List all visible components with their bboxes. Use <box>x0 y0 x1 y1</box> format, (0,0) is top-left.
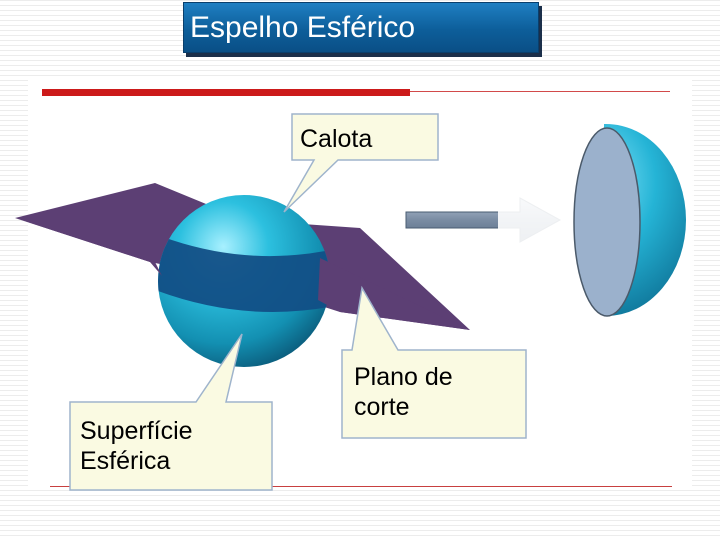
callout-superficie-label: Superfície Esférica <box>80 417 193 475</box>
footer-rule <box>50 486 672 487</box>
callout-calota-label: Calota <box>300 125 373 153</box>
title-underline-bar <box>42 89 410 96</box>
callout-plano-label: Plano de corte <box>354 363 453 421</box>
callout-plano-shape <box>341 285 527 439</box>
slide-title: Espelho Esférico <box>183 2 539 53</box>
title-underline-rule <box>410 91 670 92</box>
callout-superficie-shape <box>69 333 273 491</box>
spherical-cap <box>498 118 694 330</box>
cutting-plane-front <box>318 258 470 330</box>
sphere <box>158 195 330 367</box>
callout-calota-shape <box>283 113 439 213</box>
